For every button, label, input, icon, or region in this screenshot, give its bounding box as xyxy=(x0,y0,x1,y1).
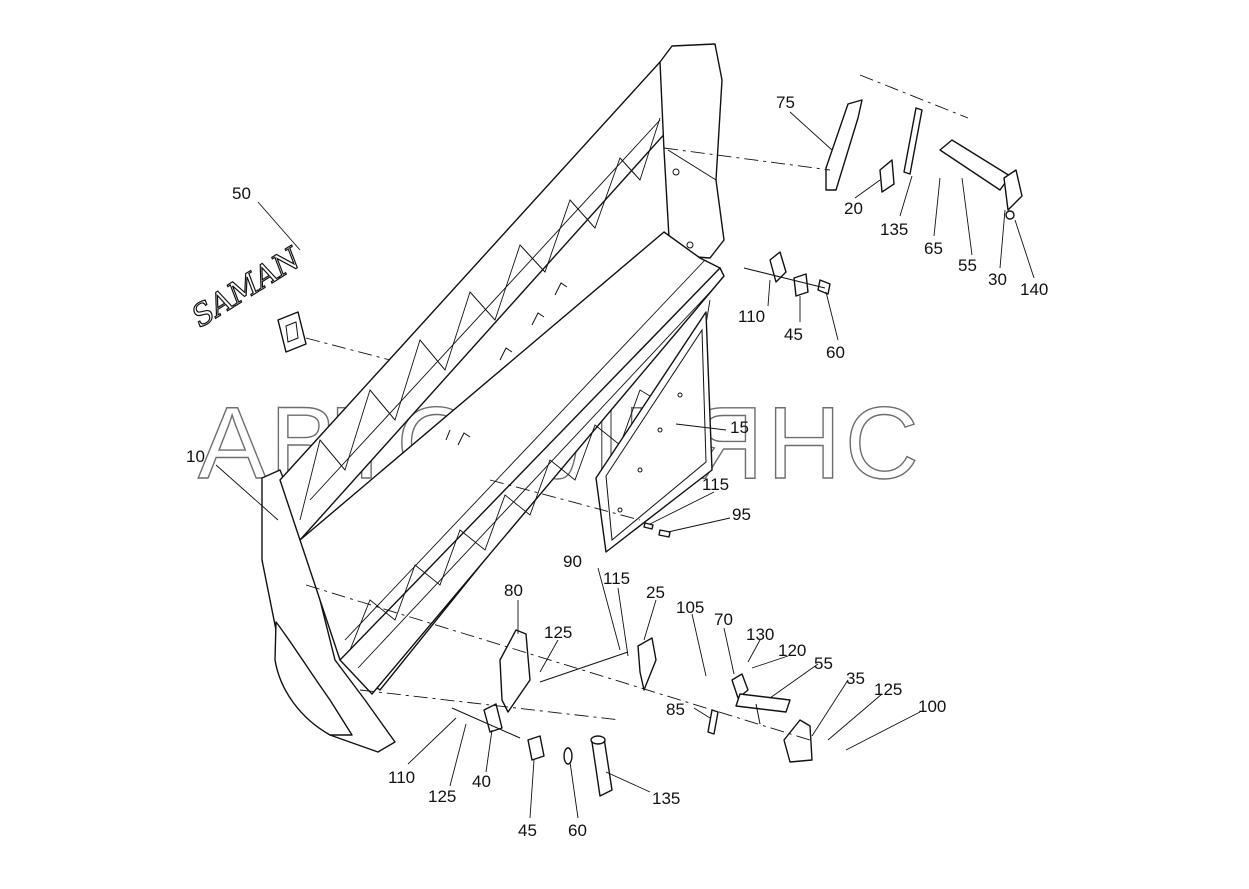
grille-panel-10 xyxy=(261,43,725,753)
callout-115-top: 115 xyxy=(702,475,729,494)
washer-60-lower xyxy=(563,747,573,765)
callout-50: 50 xyxy=(232,184,251,203)
callout-130: 130 xyxy=(746,625,774,644)
callout-35: 35 xyxy=(846,669,865,688)
callout-30: 30 xyxy=(988,270,1007,289)
callout-40: 40 xyxy=(472,772,491,791)
pin-85 xyxy=(707,709,719,735)
callout-20: 20 xyxy=(844,199,863,218)
callout-labels: 50 10 75 20 135 65 55 30 140 110 45 60 1… xyxy=(186,93,1048,840)
logo-badge xyxy=(277,311,307,353)
callout-125-lower: 125 xyxy=(428,787,456,806)
callout-115-lower: 115 xyxy=(603,569,630,588)
tube-70-assembly xyxy=(731,673,791,725)
strut-135-top xyxy=(903,107,923,175)
bracket-80 xyxy=(499,629,531,713)
callout-125-lower-left: 125 xyxy=(544,623,572,642)
hinge-40 xyxy=(483,703,503,733)
callout-85: 85 xyxy=(666,700,685,719)
callout-100: 100 xyxy=(918,697,946,716)
callout-110-top: 110 xyxy=(738,307,765,326)
callout-90: 90 xyxy=(563,552,582,571)
washer-115 xyxy=(643,522,654,530)
tube-65 xyxy=(939,139,1023,220)
callout-60-top: 60 xyxy=(826,343,845,362)
callout-120: 120 xyxy=(778,641,806,660)
callout-110-lower: 110 xyxy=(388,768,415,787)
callout-60-lower: 60 xyxy=(568,821,587,840)
callout-15: 15 xyxy=(730,418,749,437)
callout-95: 95 xyxy=(732,505,751,524)
callout-75: 75 xyxy=(776,93,795,112)
callout-80: 80 xyxy=(504,581,523,600)
strut-135-lower xyxy=(590,735,613,797)
bracket-75 xyxy=(825,99,863,191)
callout-45-top: 45 xyxy=(784,325,803,344)
callout-25: 25 xyxy=(646,583,665,602)
screw-95 xyxy=(658,529,671,538)
bracket-25 xyxy=(637,637,657,691)
callout-140: 140 xyxy=(1020,280,1048,299)
clip-45-lower xyxy=(527,735,545,761)
callout-135-top: 135 xyxy=(880,220,908,239)
hinge-upper xyxy=(743,251,831,297)
callout-45-lower: 45 xyxy=(518,821,537,840)
callout-105: 105 xyxy=(676,598,704,617)
callout-10: 10 xyxy=(186,447,205,466)
callout-55-top: 55 xyxy=(958,256,977,275)
callout-125-right: 125 xyxy=(874,680,902,699)
callout-70: 70 xyxy=(714,610,733,629)
latch-20 xyxy=(879,159,895,193)
bracket-35 xyxy=(783,719,813,763)
callout-65: 65 xyxy=(924,239,943,258)
callout-55-lower: 55 xyxy=(814,654,833,673)
callout-135-lower: 135 xyxy=(652,789,680,808)
side-panel-15 xyxy=(595,311,713,553)
leader-lines xyxy=(215,111,1035,819)
